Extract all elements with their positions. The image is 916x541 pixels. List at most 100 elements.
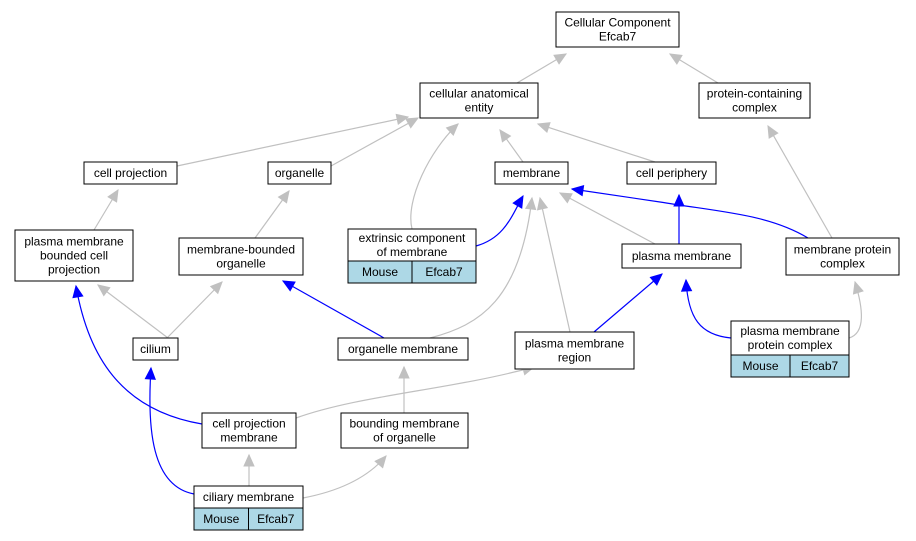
edge-cilm-to-bmo	[302, 455, 387, 499]
edge-mem-to-cae	[499, 129, 524, 163]
edge-pcc-to-cc	[668, 53, 719, 84]
arrowhead-icon	[277, 190, 290, 204]
node-label-line: entity	[465, 101, 494, 115]
edge-mpc-to-pcc	[767, 124, 833, 239]
edge-pmpc-to-pm	[680, 278, 732, 339]
edge-cilm-to-cpm	[243, 453, 255, 486]
node-label-line: complex	[820, 257, 865, 271]
edge-ecm-to-cae	[410, 123, 459, 230]
node-box	[698, 82, 811, 119]
node-label-line: protein-containing	[707, 87, 802, 101]
node-pm[interactable]: plasma membrane	[621, 243, 742, 269]
arrowhead-icon	[72, 284, 84, 299]
node-label-line: organelle	[216, 257, 266, 271]
edge-pmbcp-to-cproj	[93, 188, 119, 231]
node-box	[626, 161, 717, 185]
node-box	[267, 161, 332, 185]
edge-line	[97, 284, 169, 339]
edge-pmr-to-pm	[593, 273, 663, 333]
node-cper[interactable]: cell periphery	[626, 161, 717, 185]
annotation-cell	[411, 260, 477, 284]
node-label-line: bounded cell	[40, 249, 108, 263]
edge-cil-to-pmbcp	[97, 284, 169, 339]
edge-line	[330, 117, 419, 167]
node-label-line: plasma membrane	[525, 337, 625, 351]
edge-cpm-to-pmr	[295, 364, 536, 419]
node-label-line: protein complex	[748, 338, 833, 352]
edge-mbo-to-org	[254, 190, 290, 239]
edge-line	[176, 116, 409, 167]
arrowhead-icon	[536, 122, 551, 133]
arrowhead-icon	[680, 278, 693, 292]
node-label-line: of membrane	[377, 245, 448, 259]
arrowhead-icon	[281, 280, 296, 292]
edge-cproj-to-cae	[176, 113, 410, 167]
node-label-line: membrane	[220, 431, 278, 445]
edge-line	[166, 281, 223, 339]
edge-org-to-cae	[330, 117, 420, 167]
node-label-line: membrane	[503, 166, 561, 180]
node-box	[201, 412, 297, 449]
edge-pmpc-to-mpc	[848, 280, 864, 339]
arrowhead-icon	[209, 281, 223, 295]
edge-line	[149, 367, 195, 495]
arrowhead-icon	[673, 193, 685, 207]
node-org[interactable]: organelle	[267, 161, 332, 185]
edge-line	[593, 273, 663, 333]
arrowhead-icon	[395, 113, 410, 125]
node-cproj[interactable]: cell projection	[83, 161, 178, 185]
node-label-line: extrinsic component	[359, 231, 466, 245]
edge-pmr-to-mem	[536, 196, 571, 333]
edge-line	[571, 188, 809, 239]
node-label-line: complex	[732, 101, 777, 115]
edge-line	[559, 192, 656, 245]
node-label-line: membrane protein	[794, 243, 891, 257]
arrowhead-icon	[536, 196, 549, 211]
annotation-cell	[248, 507, 304, 531]
arrowhead-icon	[144, 366, 156, 380]
edge-mpc-to-mem	[570, 185, 809, 239]
edge-line	[282, 280, 385, 339]
edge-orgm-to-mbo	[281, 280, 385, 339]
node-mem[interactable]: membrane	[494, 161, 569, 185]
node-label-line: cell projection	[94, 166, 167, 180]
edge-line	[429, 197, 533, 339]
node-label-line: membrane-bounded	[187, 243, 295, 257]
node-label-line: cell projection	[212, 417, 285, 431]
edge-cpm-to-pmbcp	[72, 284, 203, 425]
arrowhead-icon	[445, 123, 459, 137]
arrowhead-icon	[649, 273, 663, 286]
node-orgm[interactable]: organelle membrane	[337, 337, 469, 361]
node-box	[178, 237, 304, 276]
edge-cper-to-cae	[536, 122, 656, 163]
annotation-species: Mouse	[742, 359, 778, 373]
node-cil[interactable]: cilium	[132, 337, 179, 361]
annotation-gene: Efcab7	[801, 359, 839, 373]
edge-pm-to-mem	[558, 192, 656, 245]
arrowhead-icon	[570, 185, 585, 197]
edge-cilm-to-cil	[144, 366, 195, 495]
node-label-line: bounding membrane	[349, 417, 459, 431]
arrowhead-icon	[107, 188, 119, 203]
arrowhead-icon	[374, 455, 387, 469]
node-label-line: Efcab7	[599, 30, 637, 44]
arrowhead-icon	[243, 453, 255, 467]
edge-line	[767, 125, 833, 239]
edge-cae-to-cc	[516, 53, 568, 84]
arrowhead-icon	[852, 280, 864, 295]
node-box	[555, 11, 680, 48]
